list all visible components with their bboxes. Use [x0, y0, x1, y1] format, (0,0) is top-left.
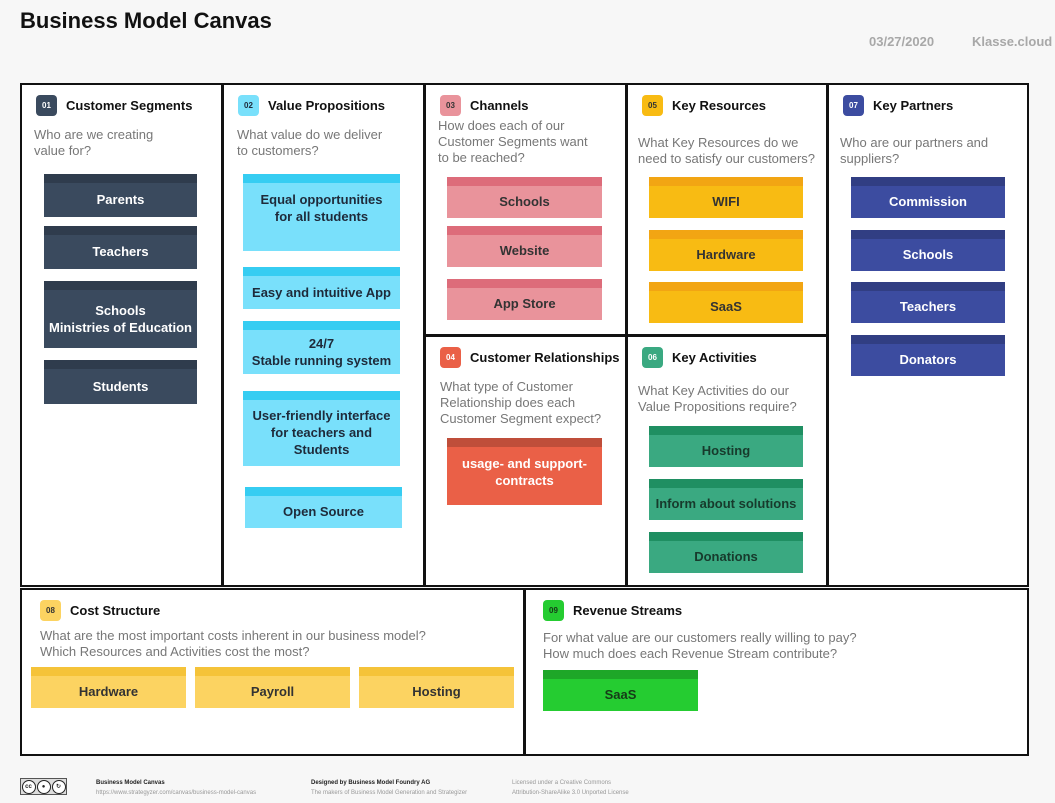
value-propositions-section: 02 Value Propositions What value do we d…: [222, 83, 425, 587]
footer-designed-by: Designed by Business Model Foundry AG: [311, 780, 431, 786]
sticky-note[interactable]: Easy and intuitive App: [243, 267, 400, 309]
section-question: What value do we deliver to customers?: [237, 127, 383, 158]
section-number-badge: 04: [440, 347, 461, 368]
section-question: What Key Resources do we need to satisfy…: [638, 135, 816, 166]
section-number-badge: 09: [543, 600, 564, 621]
section-title: Value Propositions: [268, 98, 386, 113]
section-title: Cost Structure: [70, 603, 161, 618]
sticky-note[interactable]: Hosting: [649, 426, 803, 467]
section-number-badge: 05: [642, 95, 663, 116]
section-question: What are the most important costs inhere…: [40, 628, 426, 659]
sticky-note[interactable]: WIFI: [649, 177, 803, 218]
section-question: What Key Activities do our Value Proposi…: [638, 383, 797, 414]
section-title: Customer Segments: [66, 98, 193, 113]
section-number-badge: 02: [238, 95, 259, 116]
section-number-badge: 07: [843, 95, 864, 116]
section-question: For what value are our customers really …: [543, 630, 857, 661]
sticky-note[interactable]: Website: [447, 226, 602, 267]
sticky-note[interactable]: Schools: [851, 230, 1005, 271]
section-header: 02 Value Propositions: [238, 95, 385, 116]
key-partners-section: 07 Key Partners Who are our partners and…: [827, 83, 1029, 587]
attribution-icon: ●: [36, 779, 51, 794]
section-title: Customer Relationships: [470, 350, 620, 365]
sticky-note[interactable]: Teachers: [44, 226, 197, 269]
brand-name: Klasse.cloud: [972, 34, 1053, 49]
section-header: 03 Channels: [440, 95, 529, 116]
sticky-note[interactable]: Parents: [44, 174, 197, 217]
section-header: 01 Customer Segments: [36, 95, 192, 116]
sticky-note[interactable]: Hosting: [359, 667, 514, 708]
section-title: Channels: [470, 98, 529, 113]
sticky-note[interactable]: User-friendly interface for teachers and…: [243, 391, 400, 466]
footer-license-line1: Licensed under a Creative Commons: [512, 780, 612, 786]
cc-icon: cc: [21, 779, 36, 794]
sticky-note[interactable]: SaaS: [649, 282, 803, 323]
section-header: 04 Customer Relationships: [440, 347, 620, 368]
section-question: Who are our partners and suppliers?: [840, 135, 989, 166]
revenue-streams-section: 09 Revenue Streams For what value are ou…: [524, 588, 1029, 756]
footer-canvas-credit: Business Model Canvas https://www.strate…: [96, 778, 256, 798]
section-number-badge: 08: [40, 600, 61, 621]
section-question: How does each of our Customer Segments w…: [438, 118, 588, 165]
section-title: Revenue Streams: [573, 603, 683, 618]
section-title: Key Partners: [873, 98, 954, 113]
section-number-badge: 01: [36, 95, 57, 116]
footer-makers: The makers of Business Model Generation …: [311, 790, 468, 796]
footer-canvas-title: Business Model Canvas: [96, 780, 165, 786]
section-number-badge: 03: [440, 95, 461, 116]
footer-designer-credit: Designed by Business Model Foundry AG Th…: [311, 778, 467, 798]
sticky-note[interactable]: SaaS: [543, 670, 698, 711]
section-question: What type of Customer Relationship does …: [440, 379, 602, 426]
sticky-note[interactable]: Donations: [649, 532, 803, 573]
section-header: 08 Cost Structure: [40, 600, 160, 621]
share-alike-icon: ↻: [51, 779, 66, 794]
canvas-date: 03/27/2020: [869, 34, 935, 49]
sticky-note[interactable]: 24/7 Stable running system: [243, 321, 400, 374]
section-header: 09 Revenue Streams: [543, 600, 682, 621]
sticky-note[interactable]: Equal opportunities for all students: [243, 174, 400, 251]
footer-license-line2[interactable]: Attribution-ShareAlike 3.0 Unported Lice…: [512, 790, 629, 796]
sticky-note[interactable]: Open Source: [245, 487, 402, 528]
section-header: 05 Key Resources: [642, 95, 766, 116]
section-header: 06 Key Activities: [642, 347, 757, 368]
section-question: Who are we creating value for?: [34, 127, 154, 158]
section-number-badge: 06: [642, 347, 663, 368]
sticky-note[interactable]: Commission: [851, 177, 1005, 218]
cost-structure-section: 08 Cost Structure What are the most impo…: [20, 588, 525, 756]
sticky-note[interactable]: Schools Ministries of Education: [44, 281, 197, 348]
creative-commons-logo: cc ● ↻: [20, 778, 67, 795]
sticky-note[interactable]: Hardware: [31, 667, 186, 708]
footer-license: Licensed under a Creative Commons Attrib…: [512, 778, 629, 798]
sticky-note[interactable]: Donators: [851, 335, 1005, 376]
sticky-note[interactable]: Hardware: [649, 230, 803, 271]
footer-canvas-url[interactable]: https://www.strategyzer.com/canvas/busin…: [96, 790, 257, 796]
customer-relationships-section: 04 Customer Relationships What type of C…: [424, 335, 627, 587]
sticky-note[interactable]: Students: [44, 360, 197, 404]
sticky-note[interactable]: Schools: [447, 177, 602, 218]
sticky-note[interactable]: usage- and support- contracts: [447, 438, 602, 505]
section-title: Key Resources: [672, 98, 766, 113]
sticky-note[interactable]: Inform about solutions: [649, 479, 803, 520]
customer-segments-section: 01 Customer Segments Who are we creating…: [20, 83, 223, 587]
channels-section: 03 Channels How does each of our Custome…: [424, 83, 627, 336]
section-title: Key Activities: [672, 350, 757, 365]
sticky-note[interactable]: Teachers: [851, 282, 1005, 323]
sticky-note[interactable]: Payroll: [195, 667, 350, 708]
sticky-note[interactable]: App Store: [447, 279, 602, 320]
key-activities-section: 06 Key Activities What Key Activities do…: [626, 335, 828, 587]
key-resources-section: 05 Key Resources What Key Resources do w…: [626, 83, 828, 336]
section-header: 07 Key Partners: [843, 95, 953, 116]
page-title: Business Model Canvas: [20, 8, 272, 33]
